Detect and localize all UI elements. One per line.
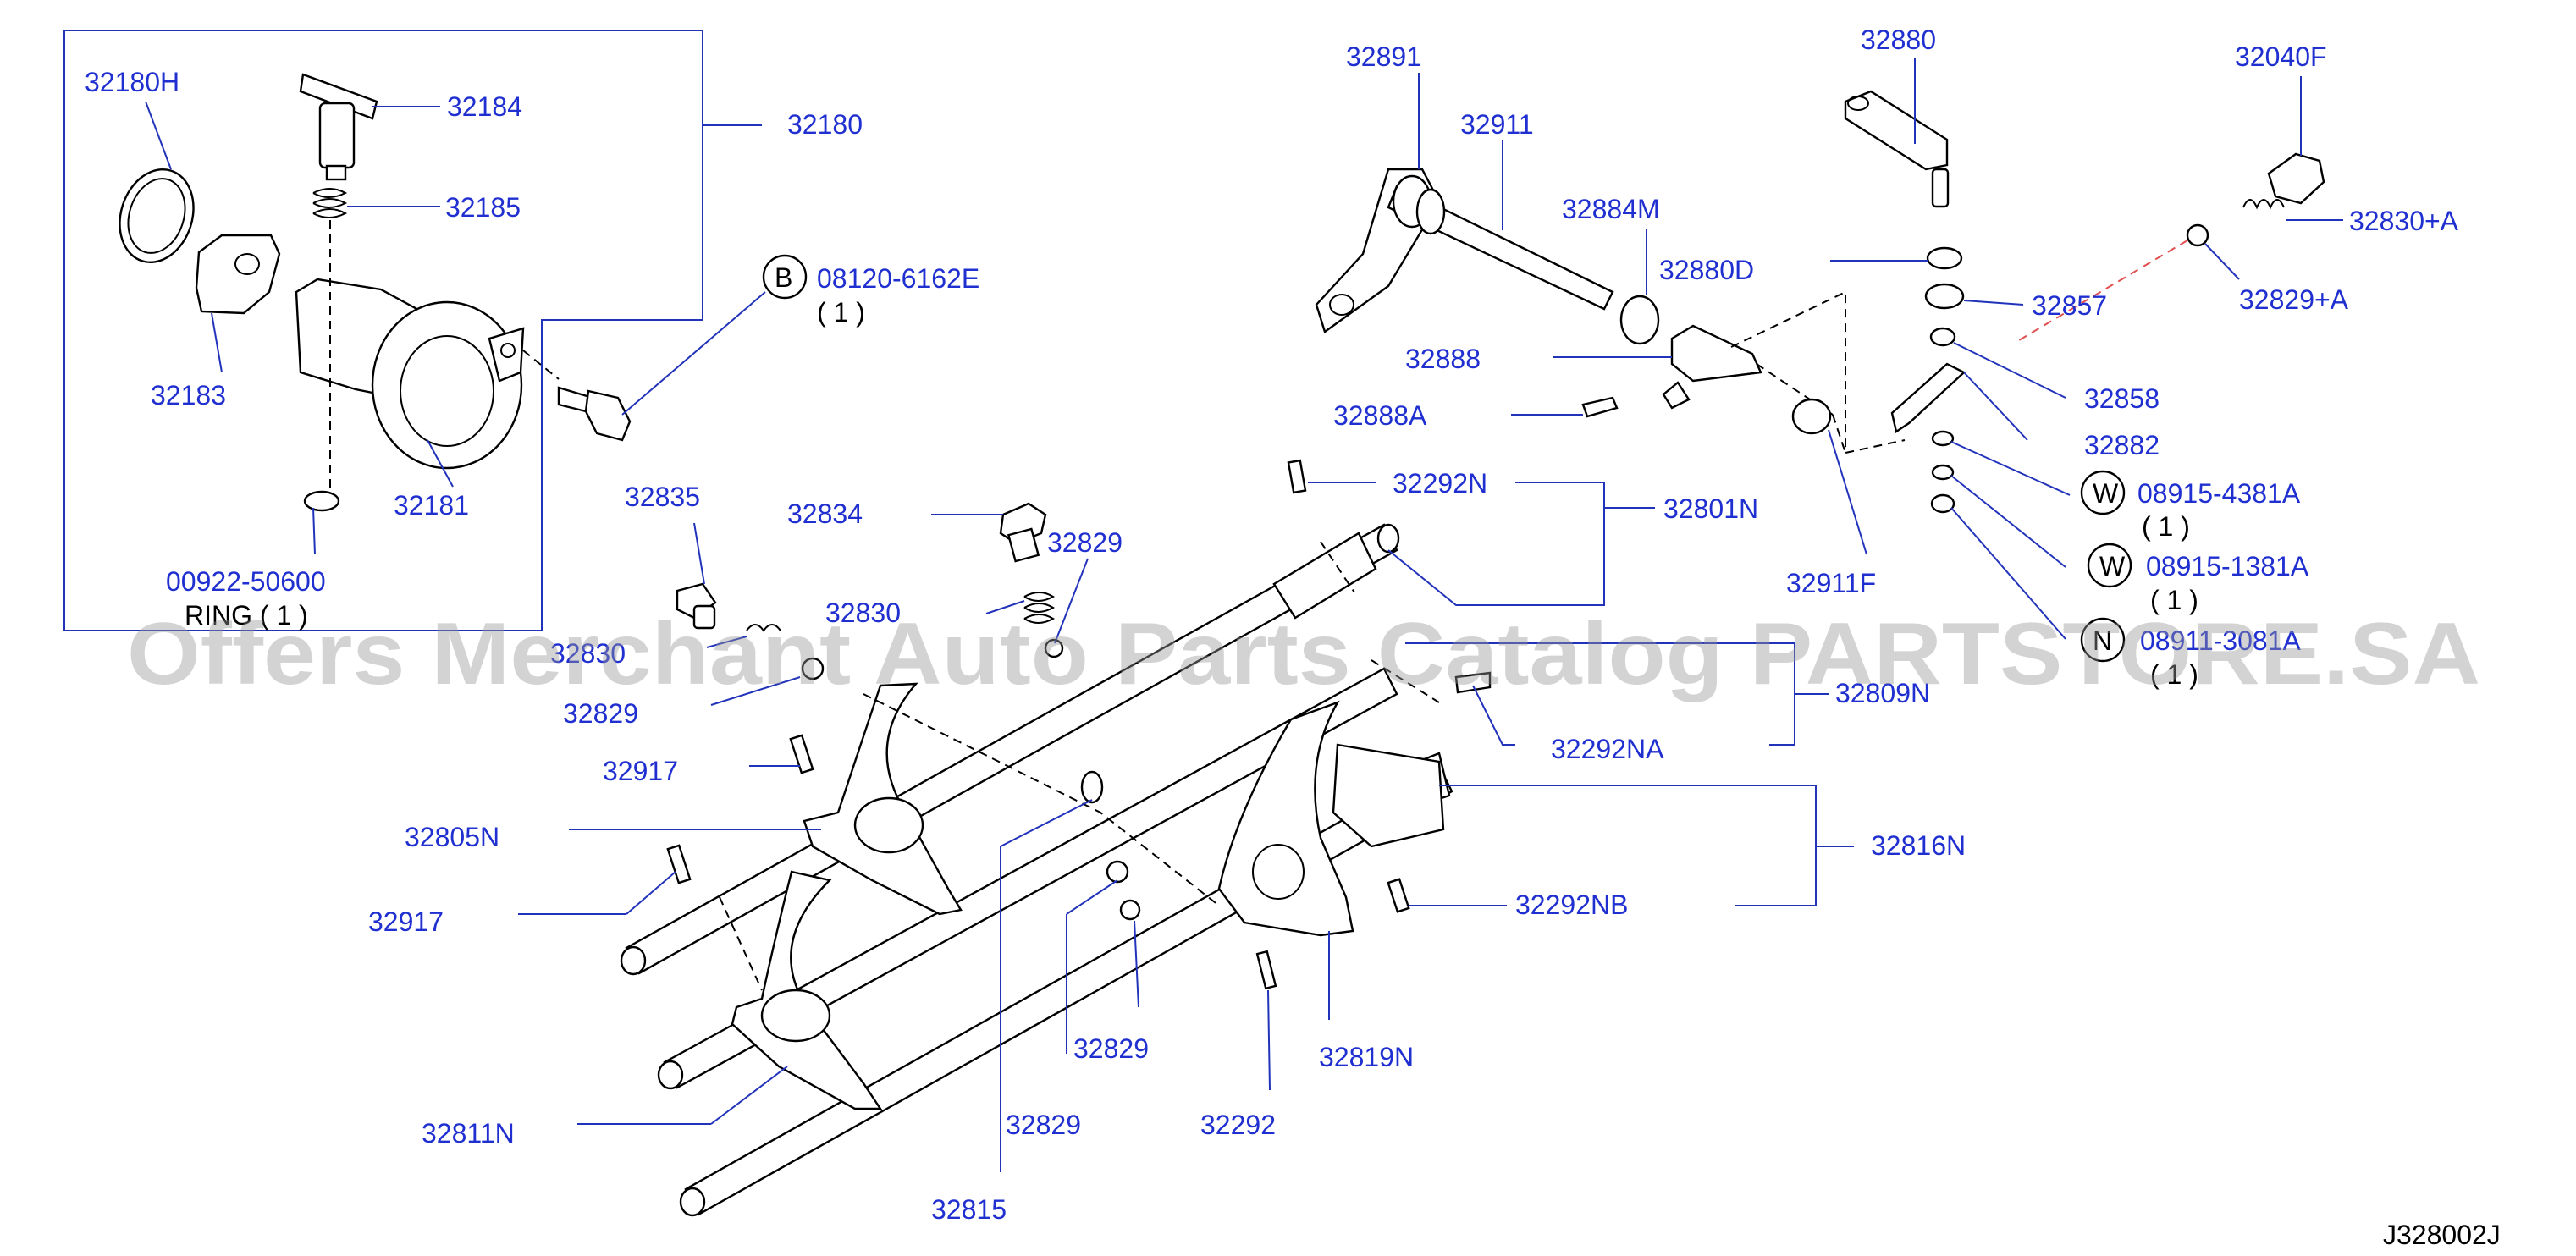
label-32180: 32180	[787, 109, 863, 140]
label-32829-left: 32829	[563, 698, 638, 729]
label-32819n: 32819N	[1319, 1042, 1414, 1072]
bracket-part	[195, 234, 281, 315]
label-32857: 32857	[2032, 290, 2107, 321]
badge-b: B	[775, 262, 792, 293]
label-32829-upper: 32829	[1047, 527, 1123, 558]
assembly-group-box	[63, 30, 703, 631]
bushing-part	[1619, 295, 1660, 345]
nut-32858-part	[1929, 327, 1956, 347]
shift-rod-32809n-part	[657, 667, 1398, 1090]
label-32815: 32815	[931, 1194, 1007, 1225]
label-32181: 32181	[394, 490, 469, 521]
label-32292n: 32292N	[1393, 468, 1487, 499]
label-32829a: 32829+A	[2239, 284, 2349, 315]
label-32884m: 32884M	[1562, 194, 1660, 224]
shift-housing-part	[295, 278, 525, 470]
label-32880: 32880	[1861, 25, 1936, 55]
label-32809n: 32809N	[1835, 678, 1930, 708]
ball-32829a-part	[2186, 223, 2209, 247]
shift-rod-32801n-part	[620, 523, 1400, 976]
lever-32880-part	[1844, 90, 1950, 208]
snap-ring-part	[119, 168, 195, 264]
label-32911: 32911	[1460, 109, 1534, 140]
badge-w2: W	[2099, 551, 2126, 581]
label-08915-1381a: 08915-1381A	[2146, 551, 2309, 581]
label-32858: 32858	[2084, 383, 2160, 414]
label-32888a: 32888A	[1333, 400, 1427, 431]
badge-b-circle	[762, 254, 808, 300]
washer-32857-part	[1924, 283, 1965, 310]
washer-32880d-part	[1926, 246, 1963, 270]
label-32040f: 32040F	[2235, 41, 2327, 72]
badge-n: N	[2093, 625, 2112, 656]
shift-fork-32811n-part	[731, 870, 883, 1110]
label-32882: 32882	[2084, 430, 2160, 460]
label-08915-4381a: 08915-4381A	[2137, 478, 2301, 509]
shift-rod-32911-part	[1387, 174, 1614, 311]
label-32891: 32891	[1346, 41, 1421, 72]
badge-n-circle	[2080, 617, 2126, 663]
label-1381a-qty: ( 1 )	[2150, 585, 2198, 615]
detent-plunger-part	[299, 73, 378, 181]
label-32180h: 32180H	[85, 67, 179, 97]
watermark-text: Offers Merchant Auto Parts Catalog PARTS…	[127, 605, 2480, 703]
label-32830a: 32830+A	[2349, 206, 2459, 236]
label-32816n: 32816N	[1871, 830, 1966, 861]
badge-w1: W	[2093, 478, 2119, 509]
label-32185: 32185	[445, 192, 521, 223]
label-32829-bottom: 32829	[1006, 1110, 1081, 1140]
diagram-code: J328002J	[2383, 1220, 2501, 1250]
label-32805n: 32805N	[405, 822, 499, 852]
label-08911-3081a: 08911-3081A	[2140, 625, 2301, 656]
label-32911f: 32911F	[1786, 568, 1876, 598]
badge-w2-circle	[2087, 543, 2132, 588]
label-32183: 32183	[151, 380, 226, 410]
shift-fork-32819n-part	[1217, 700, 1354, 937]
label-ring-qty: RING ( 1 )	[185, 600, 308, 631]
label-32292na: 32292NA	[1551, 734, 1664, 764]
bolt-32040f-part	[2267, 152, 2325, 205]
cap-32911f-part	[1791, 398, 1832, 435]
label-32801n: 32801N	[1663, 493, 1758, 524]
ring-washer-part	[303, 490, 340, 512]
pin-32888a-part	[1581, 396, 1619, 418]
label-08911-qty: ( 1 )	[2150, 659, 2198, 690]
ball-32829-part	[801, 657, 825, 680]
label-32184: 32184	[447, 91, 522, 122]
label-4381a-qty: ( 1 )	[2142, 511, 2190, 542]
label-00922-50600: 00922-50600	[166, 566, 326, 597]
label-32917-lower: 32917	[368, 906, 444, 937]
label-32880d: 32880D	[1659, 255, 1754, 285]
badge-w1-circle	[2080, 470, 2126, 515]
select-lever-part	[1662, 324, 1762, 410]
lever-32882-part	[1890, 362, 1966, 433]
label-32811n: 32811N	[422, 1118, 515, 1149]
label-32917-upper: 32917	[603, 756, 678, 786]
label-32830: 32830	[825, 598, 901, 628]
bolt-part	[557, 386, 632, 442]
label-08120-6162e: 08120-6162E	[817, 263, 979, 294]
spring-part	[312, 188, 348, 218]
label-08120-qty: ( 1 )	[817, 297, 865, 328]
label-32834: 32834	[787, 499, 863, 529]
label-32292: 32292	[1200, 1110, 1276, 1140]
roll-pin-32917-part	[789, 734, 814, 774]
label-32830-left: 32830	[550, 638, 626, 669]
label-32829-mid: 32829	[1073, 1033, 1149, 1064]
label-32888: 32888	[1405, 344, 1481, 374]
label-32835: 32835	[625, 482, 700, 512]
label-32292nb: 32292NB	[1515, 890, 1628, 920]
